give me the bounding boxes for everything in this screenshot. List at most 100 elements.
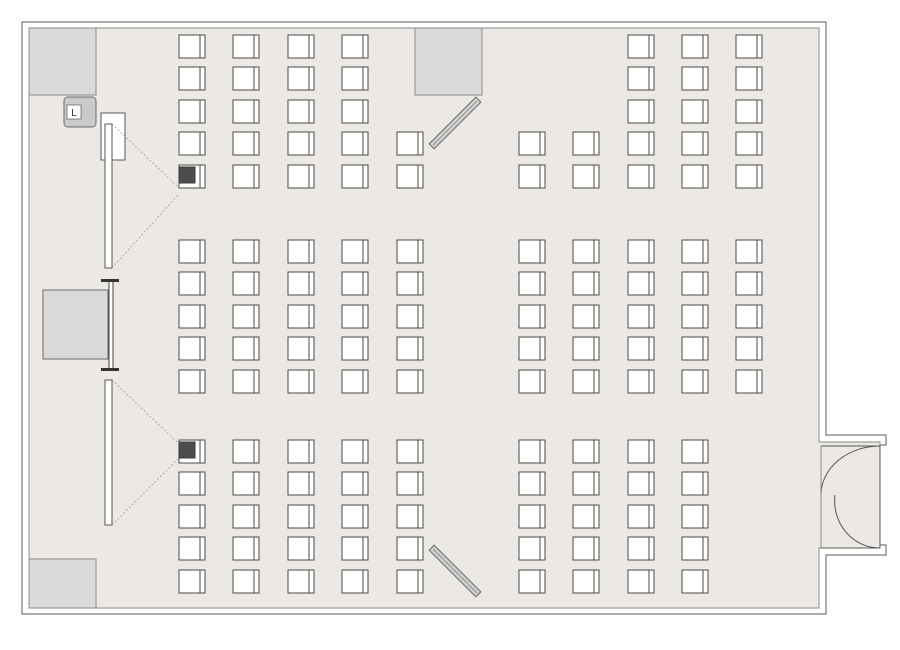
seat[interactable] bbox=[627, 504, 655, 529]
seat[interactable] bbox=[518, 536, 546, 561]
seat[interactable] bbox=[341, 99, 369, 124]
seat[interactable] bbox=[287, 304, 315, 329]
seat[interactable] bbox=[341, 164, 369, 189]
seat[interactable] bbox=[287, 66, 315, 91]
seat[interactable] bbox=[178, 304, 206, 329]
seat[interactable] bbox=[518, 164, 546, 189]
seat[interactable] bbox=[735, 99, 763, 124]
seat[interactable] bbox=[287, 504, 315, 529]
seat[interactable] bbox=[518, 439, 546, 464]
seat[interactable] bbox=[341, 439, 369, 464]
seat[interactable] bbox=[681, 99, 709, 124]
seat[interactable] bbox=[341, 66, 369, 91]
seat[interactable] bbox=[232, 131, 260, 156]
seat[interactable] bbox=[232, 471, 260, 496]
seat[interactable] bbox=[341, 271, 369, 296]
seat[interactable] bbox=[572, 471, 600, 496]
seat[interactable] bbox=[572, 336, 600, 361]
seat[interactable] bbox=[178, 271, 206, 296]
seat[interactable] bbox=[681, 536, 709, 561]
seat[interactable] bbox=[572, 164, 600, 189]
seat[interactable] bbox=[178, 569, 206, 594]
seat[interactable] bbox=[627, 34, 655, 59]
seat[interactable] bbox=[232, 34, 260, 59]
seat[interactable] bbox=[396, 504, 424, 529]
seat[interactable] bbox=[178, 239, 206, 264]
seat[interactable] bbox=[232, 99, 260, 124]
seat[interactable] bbox=[681, 304, 709, 329]
seat[interactable] bbox=[178, 164, 206, 189]
seat[interactable] bbox=[572, 271, 600, 296]
seat[interactable] bbox=[232, 164, 260, 189]
seat[interactable] bbox=[681, 271, 709, 296]
seat[interactable] bbox=[518, 569, 546, 594]
seat[interactable] bbox=[287, 131, 315, 156]
seat[interactable] bbox=[627, 131, 655, 156]
seat[interactable] bbox=[232, 66, 260, 91]
seat[interactable] bbox=[396, 471, 424, 496]
seat[interactable] bbox=[627, 66, 655, 91]
seat[interactable] bbox=[572, 369, 600, 394]
seat[interactable] bbox=[627, 439, 655, 464]
seat[interactable] bbox=[627, 239, 655, 264]
seat[interactable] bbox=[681, 471, 709, 496]
seat[interactable] bbox=[681, 439, 709, 464]
seat[interactable] bbox=[735, 66, 763, 91]
seat[interactable] bbox=[572, 439, 600, 464]
seat[interactable] bbox=[518, 239, 546, 264]
seat[interactable] bbox=[287, 34, 315, 59]
seat-highlighted[interactable] bbox=[735, 369, 763, 394]
seat-highlighted[interactable] bbox=[735, 271, 763, 296]
seat[interactable] bbox=[572, 304, 600, 329]
seat[interactable] bbox=[518, 336, 546, 361]
seat[interactable] bbox=[627, 336, 655, 361]
seat-highlighted[interactable] bbox=[735, 304, 763, 329]
seat[interactable] bbox=[232, 439, 260, 464]
seat[interactable] bbox=[178, 369, 206, 394]
seat[interactable] bbox=[287, 536, 315, 561]
seat[interactable] bbox=[396, 536, 424, 561]
seat[interactable] bbox=[178, 34, 206, 59]
seat[interactable] bbox=[518, 304, 546, 329]
seat[interactable] bbox=[572, 239, 600, 264]
seat[interactable] bbox=[735, 34, 763, 59]
seat[interactable] bbox=[396, 271, 424, 296]
seat[interactable] bbox=[572, 536, 600, 561]
seat[interactable] bbox=[681, 336, 709, 361]
seat[interactable] bbox=[341, 369, 369, 394]
seat[interactable] bbox=[518, 504, 546, 529]
seat[interactable] bbox=[341, 239, 369, 264]
seat[interactable] bbox=[681, 369, 709, 394]
seat[interactable] bbox=[287, 369, 315, 394]
seat[interactable] bbox=[341, 336, 369, 361]
seat[interactable] bbox=[681, 34, 709, 59]
seat[interactable] bbox=[572, 131, 600, 156]
seat[interactable] bbox=[735, 239, 763, 264]
seat[interactable] bbox=[396, 164, 424, 189]
seat[interactable] bbox=[341, 131, 369, 156]
seat[interactable] bbox=[232, 504, 260, 529]
seat[interactable] bbox=[518, 471, 546, 496]
seat[interactable] bbox=[572, 504, 600, 529]
seat[interactable] bbox=[681, 131, 709, 156]
seat[interactable] bbox=[287, 164, 315, 189]
seat[interactable] bbox=[287, 239, 315, 264]
seat[interactable] bbox=[735, 164, 763, 189]
seat[interactable] bbox=[232, 239, 260, 264]
seat[interactable] bbox=[178, 99, 206, 124]
seat[interactable] bbox=[341, 504, 369, 529]
seat[interactable] bbox=[396, 336, 424, 361]
seat[interactable] bbox=[627, 569, 655, 594]
seat[interactable] bbox=[232, 536, 260, 561]
seat[interactable] bbox=[396, 369, 424, 394]
seat[interactable] bbox=[572, 569, 600, 594]
seat[interactable] bbox=[627, 164, 655, 189]
seat[interactable] bbox=[287, 99, 315, 124]
seat[interactable] bbox=[341, 34, 369, 59]
seat[interactable] bbox=[178, 439, 206, 464]
seat[interactable] bbox=[287, 439, 315, 464]
seat[interactable] bbox=[287, 569, 315, 594]
seat[interactable] bbox=[178, 336, 206, 361]
seat[interactable] bbox=[232, 569, 260, 594]
seat[interactable] bbox=[341, 471, 369, 496]
